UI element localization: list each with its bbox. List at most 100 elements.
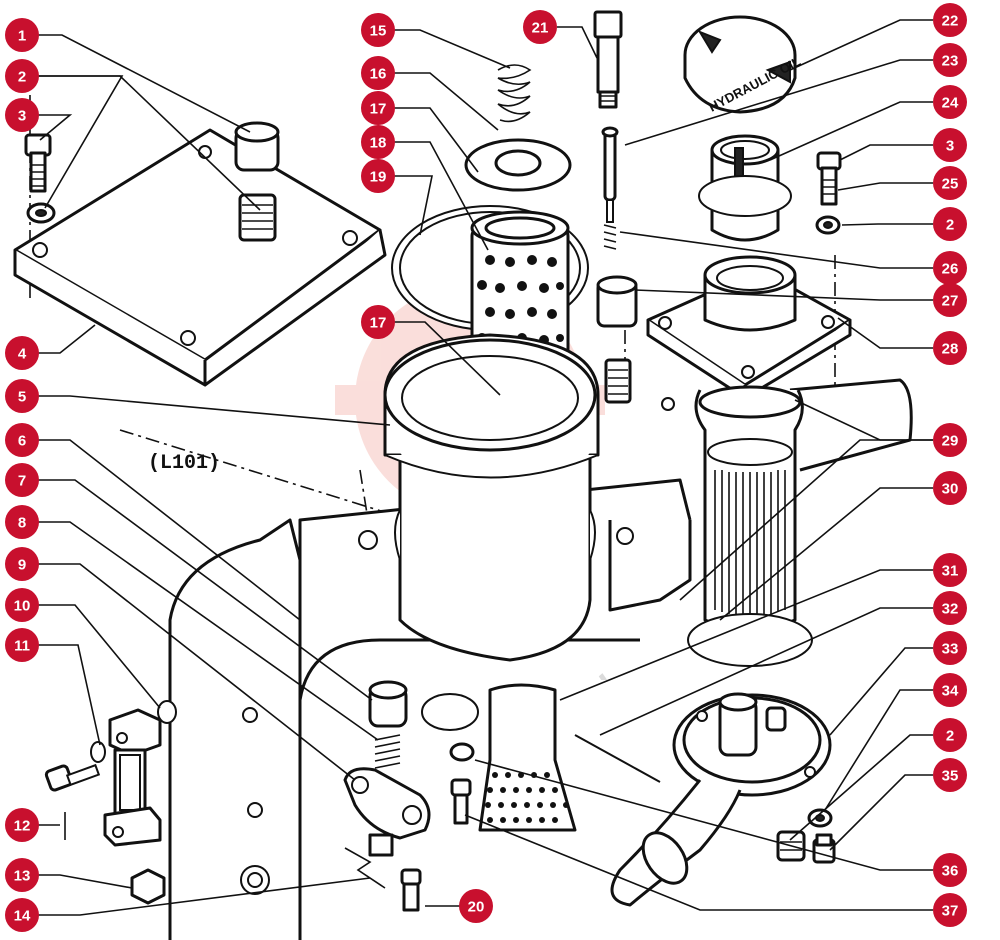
callout-badge-c10: 10 xyxy=(5,588,39,622)
callout-label: 6 xyxy=(18,433,26,450)
pump-base xyxy=(672,692,832,797)
oil-tank xyxy=(383,333,600,662)
callout-badge-c29: 29 xyxy=(933,423,967,457)
bolt-right xyxy=(816,151,842,206)
bolt-left xyxy=(24,133,52,193)
filler-cap: HYDRAULIC OIL xyxy=(683,15,803,115)
callout-label: 10 xyxy=(14,598,31,615)
callout-label: 34 xyxy=(942,683,959,700)
threaded-nipple xyxy=(238,193,277,242)
callout-badge-c37: 37 xyxy=(933,893,967,927)
callout-circle xyxy=(933,128,967,162)
breather-pipe xyxy=(593,10,623,109)
filter-head xyxy=(646,255,852,400)
callout-label: 28 xyxy=(942,341,959,358)
callout-label: 18 xyxy=(370,135,387,152)
callout-circle xyxy=(5,628,39,662)
callout-badge-c13: 13 xyxy=(5,858,39,892)
callout-badge-c25: 25 xyxy=(933,166,967,200)
callout-label: 23 xyxy=(942,53,959,70)
callout-badge-c30: 30 xyxy=(933,471,967,505)
sight-gauge xyxy=(103,708,162,847)
callout-circle xyxy=(933,251,967,285)
callout-label: 16 xyxy=(370,66,387,83)
callout-badge-c23: 23 xyxy=(933,43,967,77)
callout-circle xyxy=(361,159,395,193)
callout-badge-c35: 35 xyxy=(933,758,967,792)
callout-label: 17 xyxy=(370,315,387,332)
callout-badge-c3a: 3 xyxy=(5,98,39,132)
callout-label: 31 xyxy=(942,563,959,580)
callout-circle xyxy=(523,10,557,44)
callout-circle xyxy=(361,125,395,159)
callout-label: 26 xyxy=(942,261,959,278)
callout-circle xyxy=(5,898,39,932)
callout-circle xyxy=(5,59,39,93)
filter-housing xyxy=(687,385,813,667)
callout-badge-c24: 24 xyxy=(933,85,967,119)
callout-circle xyxy=(459,889,493,923)
callout-label: 14 xyxy=(14,908,31,925)
callout-label: 36 xyxy=(942,863,959,880)
callout-label: 2 xyxy=(946,728,954,745)
callout-badge-c17b: 17 xyxy=(361,305,395,339)
callout-label: 7 xyxy=(18,473,26,490)
callout-badge-c21: 21 xyxy=(523,10,557,44)
relief-valve-body xyxy=(343,767,431,857)
callout-badge-c7: 7 xyxy=(5,463,39,497)
callout-badge-c31: 31 xyxy=(933,553,967,587)
callout-badge-c1: 1 xyxy=(5,18,39,52)
callout-label: 21 xyxy=(532,20,549,37)
callout-badge-c3b: 3 xyxy=(933,128,967,162)
pump-hose xyxy=(610,779,742,907)
lock-wire xyxy=(344,847,386,889)
small-washer xyxy=(449,742,475,762)
callout-label: 20 xyxy=(468,899,485,916)
gauge-washer xyxy=(90,741,106,763)
callout-label: 5 xyxy=(18,389,26,406)
callout-badge-c2b: 2 xyxy=(933,207,967,241)
dowel-pin xyxy=(574,734,661,783)
callout-badge-c26: 26 xyxy=(933,251,967,285)
plug-27 xyxy=(596,275,638,328)
callout-badge-c18: 18 xyxy=(361,125,395,159)
callout-label: 4 xyxy=(18,346,27,363)
callout-label: 2 xyxy=(18,69,26,86)
relief-valve-cap xyxy=(368,680,408,728)
callout-circle xyxy=(361,91,395,125)
callout-badge-c4: 4 xyxy=(5,336,39,370)
callout-circle xyxy=(933,553,967,587)
callout-circle xyxy=(933,166,967,200)
washer-left xyxy=(26,202,56,224)
plug-27-nipple xyxy=(604,358,632,404)
callout-badge-c34: 34 xyxy=(933,673,967,707)
dipstick xyxy=(601,126,619,250)
callout-label: 12 xyxy=(14,818,31,835)
callout-badge-c2a: 2 xyxy=(5,59,39,93)
spring-top xyxy=(497,64,532,123)
callout-badge-c32: 32 xyxy=(933,591,967,625)
suction-pipe xyxy=(478,683,577,832)
callout-circle xyxy=(933,471,967,505)
callout-circle xyxy=(5,463,39,497)
callout-circle xyxy=(5,336,39,370)
spring-washer xyxy=(464,138,572,192)
callout-circle xyxy=(933,85,967,119)
callout-circle xyxy=(5,547,39,581)
callout-label: 25 xyxy=(942,176,959,193)
washer-right xyxy=(815,215,841,235)
callout-badge-c6: 6 xyxy=(5,423,39,457)
callout-badge-c33: 33 xyxy=(933,631,967,665)
callout-label: 3 xyxy=(946,138,954,155)
callout-circle xyxy=(5,18,39,52)
callout-label: 37 xyxy=(942,903,959,920)
callout-circle xyxy=(933,853,967,887)
callout-label: 22 xyxy=(942,13,959,30)
callout-label: 17 xyxy=(370,101,387,118)
gauge-o-ring xyxy=(157,700,177,724)
callout-label: 15 xyxy=(370,23,387,40)
callout-circle xyxy=(361,56,395,90)
callout-circle xyxy=(5,423,39,457)
callout-circle xyxy=(933,3,967,37)
